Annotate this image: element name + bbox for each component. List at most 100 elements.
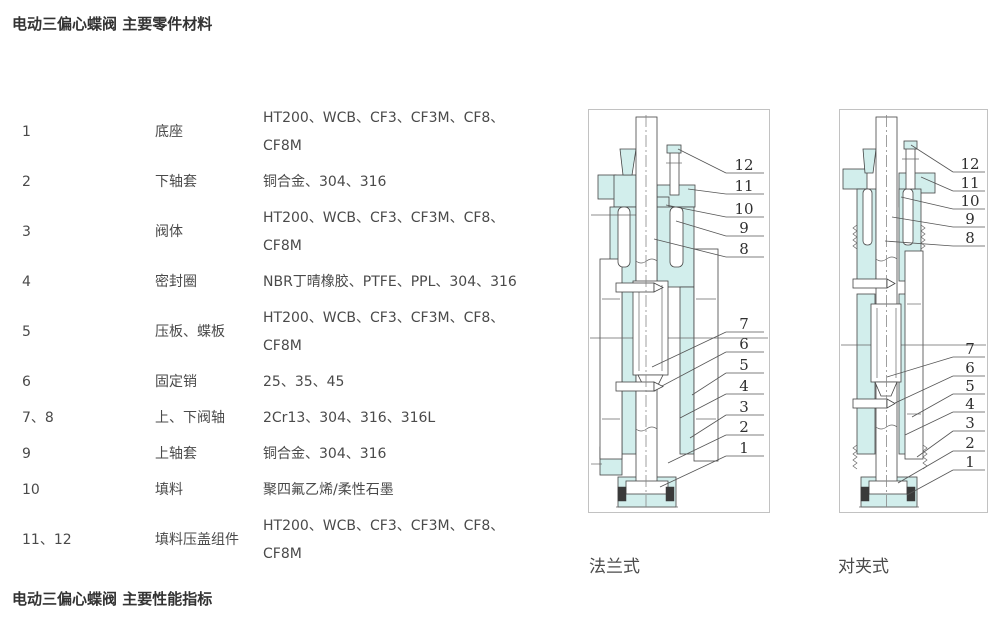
part-materials: HT200、WCB、CF3、CF3M、CF8、 CF8M xyxy=(263,310,505,354)
callout-8: 8 xyxy=(884,229,985,247)
callout-3: 3 xyxy=(689,398,764,439)
part-name: 密封圈 xyxy=(155,274,197,290)
part-name: 上、下阀轴 xyxy=(155,410,225,426)
callout-2: 2 xyxy=(667,418,764,464)
gland-bolt xyxy=(902,140,919,190)
svg-text:12: 12 xyxy=(734,156,753,174)
callout-3: 3 xyxy=(916,414,985,458)
svg-text:9: 9 xyxy=(739,219,749,237)
svg-text:1: 1 xyxy=(739,439,749,457)
callout-4: 4 xyxy=(904,395,985,436)
part-materials: 铜合金、304、316 xyxy=(263,174,387,190)
gland-bolt xyxy=(666,144,682,196)
part-number: 7、8 xyxy=(22,410,54,426)
svg-text:5: 5 xyxy=(739,356,749,374)
callout-5: 5 xyxy=(911,377,985,418)
callout-10: 10 xyxy=(665,200,764,218)
table-row: 11、12 填料压盖组件 HT200、WCB、CF3、CF3M、CF8、 CF8… xyxy=(22,508,567,572)
callout-6: 6 xyxy=(661,335,764,387)
svg-text:4: 4 xyxy=(965,395,975,413)
part-number: 5 xyxy=(22,324,31,340)
part-materials: HT200、WCB、CF3、CF3M、CF8、 CF8M xyxy=(263,518,505,562)
svg-text:9: 9 xyxy=(965,210,975,228)
valve-body-parts xyxy=(842,148,936,508)
svg-text:12: 12 xyxy=(960,155,979,173)
callout-5: 5 xyxy=(691,356,764,396)
svg-text:6: 6 xyxy=(965,359,975,377)
callout-7: 7 xyxy=(651,315,764,368)
svg-text:1: 1 xyxy=(965,453,975,471)
bottom-cover xyxy=(616,480,678,508)
callout-1: 1 xyxy=(659,439,764,488)
fixing-pin-upper xyxy=(852,278,896,289)
callouts-upper: 12 11 10 9 8 xyxy=(653,148,764,258)
part-name: 固定销 xyxy=(155,374,197,390)
callouts-lower: 7 6 5 4 3 2 1 xyxy=(886,340,985,496)
part-materials: 铜合金、304、316 xyxy=(263,446,387,462)
part-name: 阀体 xyxy=(155,224,183,240)
bottom-cover xyxy=(859,480,919,508)
callout-9: 9 xyxy=(675,219,764,237)
part-number: 1 xyxy=(22,124,31,140)
part-number: 3 xyxy=(22,224,31,240)
fixing-pin-lower xyxy=(852,398,896,409)
part-materials: 25、35、45 xyxy=(263,374,345,390)
part-number: 10 xyxy=(22,482,40,498)
table-row: 2 下轴套 铜合金、304、316 xyxy=(22,164,567,200)
wafer-type-caption: 对夹式 xyxy=(838,557,889,577)
part-name: 上轴套 xyxy=(155,446,197,462)
table-row: 4 密封圈 NBR丁晴橡胶、PTFE、PPL、304、316 xyxy=(22,264,567,300)
callouts-upper: 12 11 10 9 8 xyxy=(884,144,985,247)
svg-text:5: 5 xyxy=(965,377,975,395)
part-materials: HT200、WCB、CF3、CF3M、CF8、 CF8M xyxy=(263,110,505,154)
section-lines xyxy=(590,214,768,465)
callout-10: 10 xyxy=(900,192,985,210)
table-row: 1 底座 HT200、WCB、CF3、CF3M、CF8、 CF8M xyxy=(22,100,567,164)
svg-text:3: 3 xyxy=(739,398,749,416)
part-materials: NBR丁晴橡胶、PTFE、PPL、304、316 xyxy=(263,274,517,290)
part-materials: 2Cr13、304、316、316L xyxy=(263,410,436,426)
callout-12: 12 xyxy=(677,148,764,174)
svg-text:11: 11 xyxy=(960,174,979,192)
fixing-pin-upper xyxy=(615,282,664,293)
valve-body-parts xyxy=(597,148,719,508)
part-number: 2 xyxy=(22,174,31,190)
page-title: 电动三偏心蝶阀 主要零件材料 xyxy=(12,15,213,33)
fixing-pin-lower xyxy=(615,381,664,392)
callout-8: 8 xyxy=(653,238,764,258)
svg-text:7: 7 xyxy=(965,340,975,358)
svg-text:8: 8 xyxy=(739,240,749,258)
parts-materials-table: 1 底座 HT200、WCB、CF3、CF3M、CF8、 CF8M 2 下轴套 … xyxy=(22,100,567,572)
callout-1: 1 xyxy=(906,453,985,496)
callout-7: 7 xyxy=(886,340,985,378)
callouts-lower: 7 6 5 4 3 2 1 xyxy=(651,315,764,488)
part-number: 11、12 xyxy=(22,532,72,548)
table-row: 7、8 上、下阀轴 2Cr13、304、316、316L xyxy=(22,400,567,436)
callout-4: 4 xyxy=(679,377,764,419)
callout-11: 11 xyxy=(687,177,764,195)
svg-text:7: 7 xyxy=(739,315,749,333)
svg-text:6: 6 xyxy=(739,335,749,353)
table-row: 3 阀体 HT200、WCB、CF3、CF3M、CF8、 CF8M xyxy=(22,200,567,264)
svg-text:3: 3 xyxy=(965,414,975,432)
table-row: 9 上轴套 铜合金、304、316 xyxy=(22,436,567,472)
svg-text:8: 8 xyxy=(965,229,975,247)
part-name: 压板、蝶板 xyxy=(155,324,225,340)
table-row: 10 填料 聚四氟乙烯/柔性石墨 xyxy=(22,472,567,508)
part-number: 6 xyxy=(22,374,31,390)
callout-12: 12 xyxy=(910,144,985,173)
part-name: 底座 xyxy=(155,124,183,140)
part-number: 4 xyxy=(22,274,31,290)
callout-6: 6 xyxy=(894,359,985,404)
table-row: 5 压板、蝶板 HT200、WCB、CF3、CF3M、CF8、 CF8M xyxy=(22,300,567,364)
flange-valve-diagram: 12 11 10 9 8 7 6 5 4 3 2 1 xyxy=(588,109,770,513)
wafer-valve-diagram: 12 11 10 9 8 7 6 5 4 3 2 1 xyxy=(839,109,988,513)
callout-11: 11 xyxy=(920,174,985,192)
svg-text:2: 2 xyxy=(965,434,975,452)
part-materials: 聚四氟乙烯/柔性石墨 xyxy=(263,482,394,498)
svg-text:11: 11 xyxy=(734,177,753,195)
callout-2: 2 xyxy=(897,434,985,484)
svg-text:10: 10 xyxy=(960,192,979,210)
section-title-performance: 电动三偏心蝶阀 主要性能指标 xyxy=(12,590,213,608)
part-name: 填料 xyxy=(155,482,183,498)
